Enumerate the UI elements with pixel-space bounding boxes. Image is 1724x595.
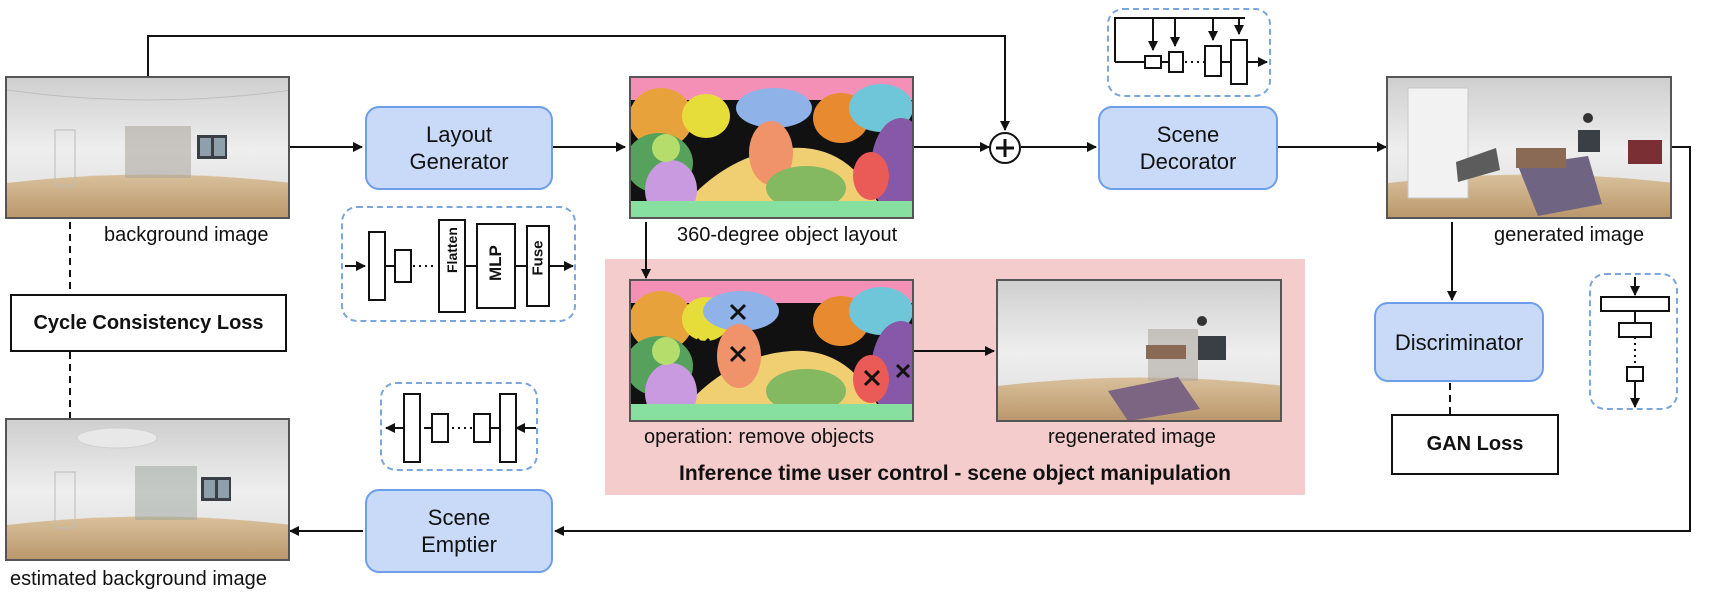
layout-generator-network-diagram: Flatten MLP Fuse [341, 206, 576, 322]
discriminator-block: Discriminator [1374, 302, 1544, 382]
background-image [5, 76, 290, 219]
estimated-background-image [5, 418, 290, 561]
caption-operation: operation: remove objects [644, 426, 875, 448]
fuse-label: Fuse [529, 240, 547, 276]
scene-decorator-block: Scene Decorator [1098, 106, 1278, 190]
object-layout-map [629, 76, 914, 219]
inference-title: Inference time user control - scene obje… [679, 462, 1231, 485]
scene-emptier-block: Scene Emptier [365, 489, 553, 573]
gan-loss: GAN Loss [1391, 414, 1559, 475]
regenerated-image [996, 279, 1282, 422]
sum-node-icon [989, 132, 1021, 164]
caption-background-image: background image [104, 224, 269, 246]
cycle-consistency-loss: Cycle Consistency Loss [10, 294, 287, 352]
caption-object-layout: 360-degree object layout [677, 224, 898, 246]
edited-layout-map [629, 279, 914, 422]
mlp-label: MLP [486, 245, 505, 281]
scene-decorator-network-diagram [1107, 8, 1271, 97]
layout-generator-block: Layout Generator [365, 106, 553, 190]
remove-marker-icons [695, 303, 911, 387]
network-arrows [345, 219, 574, 313]
caption-regenerated-image: regenerated image [1048, 426, 1216, 448]
caption-generated-image: generated image [1494, 224, 1645, 246]
generated-image [1386, 76, 1672, 219]
discriminator-network-diagram [1589, 273, 1678, 410]
scene-emptier-network-diagram [380, 382, 538, 471]
caption-estimated-background: estimated background image [10, 568, 267, 590]
flatten-label: Flatten [444, 227, 460, 273]
